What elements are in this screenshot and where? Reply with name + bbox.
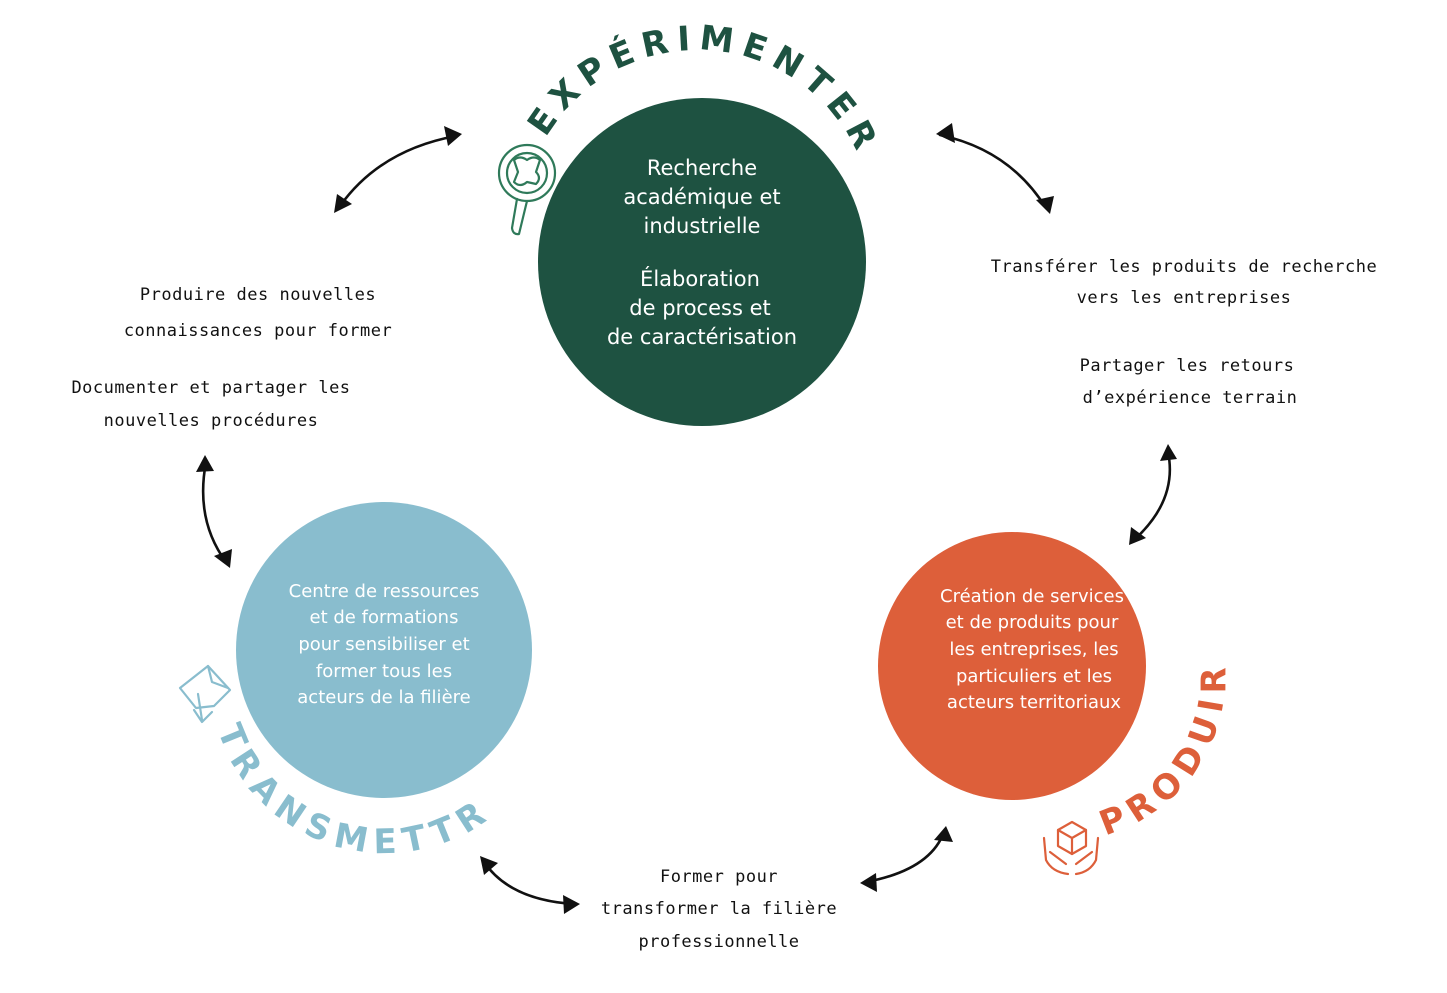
arrow-bottom-right [860,826,953,892]
experimenter-circle [538,98,866,426]
experimenter-line: de caractérisation [607,325,797,349]
label-transferer: Transférer les produits de recherche ver… [991,257,1377,308]
experimenter-line: Recherche [647,156,757,180]
experimenter-line: industrielle [644,214,761,238]
produire-line: Création de services [940,586,1124,607]
label-line: vers les entreprises [1077,288,1292,308]
label-former: Former pour transformer la filière profe… [601,867,837,952]
produire-line: les entreprises, les [949,639,1118,660]
label-line: d’expérience terrain [1083,388,1298,408]
label-line: transformer la filière [601,899,837,919]
produire-line: acteurs territoriaux [947,692,1121,713]
label-line: Produire des nouvelles [140,285,376,305]
transmettre-line: pour sensibiliser et [298,634,469,655]
experimenter-text: Recherche académique et industrielle Éla… [607,156,797,349]
experimenter-line: de process et [629,296,770,320]
arrow-top-right [936,123,1054,214]
experimenter-line: académique et [623,185,780,209]
transmettre-text: Centre de ressources et de formations po… [289,581,480,708]
transmettre-line: et de formations [310,607,459,628]
label-partager: Partager les retours d’expérience terrai… [1080,356,1298,408]
arrow-right-vertical [1129,444,1177,545]
transmettre-line: acteurs de la filière [297,687,470,708]
arrow-bottom-left [480,856,580,914]
produire-line: particuliers et les [956,666,1112,687]
experimenter-line: Élaboration [640,266,760,291]
produire-line: et de produits pour [946,612,1119,633]
label-line: connaissances pour former [124,321,392,341]
label-line: Former pour [660,867,778,887]
document-arrow-icon [178,664,232,724]
label-line: Documenter et partager les [71,378,350,398]
arrow-left-vertical [196,455,232,568]
label-line: nouvelles procédures [104,411,319,431]
label-produire-connaissances: Produire des nouvelles connaissances pou… [124,285,392,341]
label-line: Partager les retours [1080,356,1295,376]
arrow-top-left [334,126,462,213]
produire-text: Création de services et de produits pour… [940,586,1124,713]
transmettre-line: Centre de ressources [289,581,480,602]
transmettre-circle [236,502,532,798]
transmettre-line: former tous les [316,661,452,682]
magnifier-puzzle-icon [497,143,557,236]
label-documenter: Documenter et partager les nouvelles pro… [71,378,350,431]
label-line: professionnelle [638,932,799,952]
hands-box-icon [1042,820,1100,876]
produire-circle [878,532,1146,800]
label-line: Transférer les produits de recherche [991,257,1377,277]
